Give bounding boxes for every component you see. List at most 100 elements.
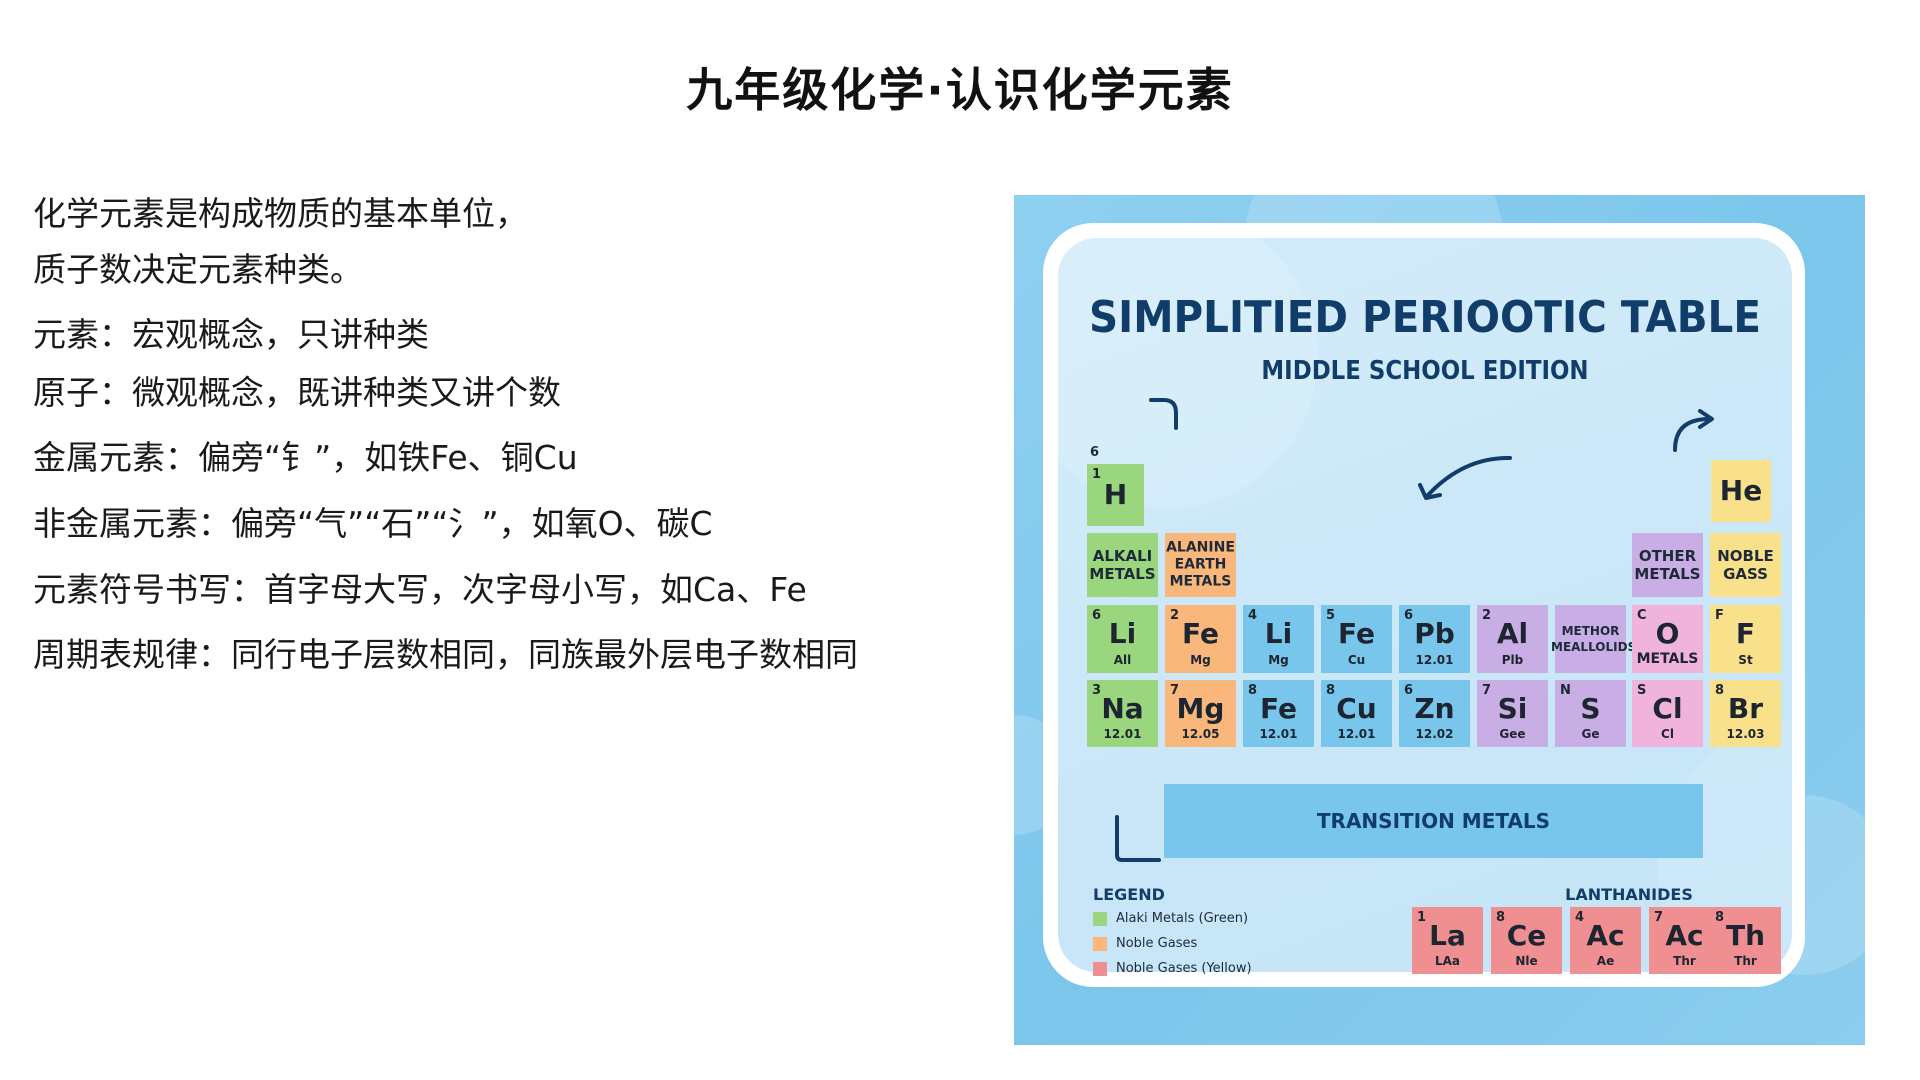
element-cell: 4 Li Mg	[1243, 605, 1314, 673]
legend-label: Noble Gases (Yellow)	[1116, 961, 1252, 976]
connector-arrow-icon	[1115, 815, 1161, 862]
lanthanides-title: LANTHANIDES	[1565, 885, 1693, 904]
element-symbol: Th	[1725, 919, 1766, 952]
arrow-connectors	[1115, 398, 1714, 862]
element-cell: 8 Cu 12.01	[1321, 680, 1392, 747]
legend-item: Noble Gases	[1093, 936, 1197, 951]
category-label: ALKALI METALS	[1089, 547, 1156, 583]
note-line: 周期表规律：同行电子层数相同，同族最外层电子数相同	[33, 635, 858, 674]
element-cell: 2 Fe Mg	[1165, 605, 1236, 673]
connector-arrow-icon	[1149, 398, 1178, 430]
element-subtext: 12.01	[1337, 727, 1376, 741]
figure-subtitle: MIDDLE SCHOOL EDITION	[1261, 356, 1589, 386]
atomic-number: 1	[1417, 910, 1427, 925]
element-subtext: 12.01	[1103, 727, 1142, 741]
element-cell: 8 Br 12.03	[1710, 680, 1781, 747]
element-symbol: Fe	[1338, 617, 1375, 650]
element-subtext: 12.02	[1415, 727, 1454, 741]
atomic-number: S	[1637, 683, 1647, 698]
element-cell: 8 Fe 12.01	[1243, 680, 1314, 747]
element-symbol: La	[1429, 919, 1466, 952]
element-symbol: He	[1719, 474, 1763, 507]
lanthanide-cell: 8 Ce Nle	[1491, 907, 1562, 974]
element-symbol: Br	[1727, 692, 1764, 725]
lanthanide-cell: 1 La LAa	[1412, 907, 1483, 974]
element-cell: 7 Mg 12.05	[1165, 680, 1236, 747]
element-cell-h: 1 H	[1087, 464, 1144, 526]
category-label: NOBLE GASS	[1717, 547, 1774, 583]
atomic-number: N	[1560, 683, 1571, 698]
atomic-number: C	[1637, 608, 1647, 623]
element-subtext: Nle	[1515, 954, 1538, 968]
curved-arrow-icon	[1426, 455, 1512, 497]
lanthanide-cell: 8 Th Thr	[1710, 907, 1781, 974]
element-symbol: Ac	[1665, 919, 1704, 952]
atomic-number: F	[1715, 608, 1724, 623]
atomic-number: 1	[1092, 467, 1102, 482]
lanthanide-cell: 7 Ac Thr	[1649, 907, 1720, 974]
element-subtext: 12.01	[1415, 653, 1454, 667]
atomic-number: 6	[1092, 608, 1102, 623]
element-symbol: F	[1735, 617, 1756, 650]
element-symbol: O	[1655, 617, 1680, 650]
atomic-number: 6	[1404, 608, 1414, 623]
element-cell: 5 Fe Cu	[1321, 605, 1392, 673]
corner-number: 6	[1090, 445, 1100, 460]
periodic-table-illustration: SIMPLITIED PERIOOTIC TABLE MIDDLE SCHOOL…	[1014, 195, 1865, 1045]
atomic-number: 2	[1482, 608, 1492, 623]
element-cell: 6 Zn 12.02	[1399, 680, 1470, 747]
category-noble-gas: NOBLE GASS	[1710, 533, 1781, 597]
element-cell: F F St	[1710, 605, 1781, 673]
element-subtext: Mg	[1190, 653, 1211, 667]
note-line: 原子：微观概念，既讲种类又讲个数	[33, 373, 561, 412]
atomic-number: 7	[1170, 683, 1180, 698]
element-subtext: Thr	[1673, 954, 1696, 968]
element-symbol: Pb	[1414, 617, 1455, 650]
element-symbol: Cl	[1652, 692, 1683, 725]
note-line: 质子数决定元素种类。	[33, 250, 363, 289]
legend-item: Noble Gases (Yellow)	[1093, 961, 1252, 976]
element-subtext: Cu	[1347, 653, 1366, 667]
category-label: ALANINE EARTH METALS	[1166, 539, 1235, 590]
element-symbol: Si	[1497, 692, 1528, 725]
element-subtext: Plb	[1501, 653, 1524, 667]
element-subtext: Ae	[1596, 954, 1615, 968]
element-symbol: Al	[1496, 617, 1529, 650]
element-symbol: S	[1580, 692, 1601, 725]
atomic-number: 8	[1248, 683, 1258, 698]
element-subtext: Cl	[1661, 727, 1674, 741]
legend-swatch	[1093, 911, 1107, 926]
legend-title: LEGEND	[1093, 885, 1165, 904]
element-symbol: Cu	[1336, 692, 1377, 725]
legend-label: Alaki Metals (Green)	[1116, 911, 1249, 926]
element-symbol: H	[1103, 478, 1128, 511]
atomic-number: 4	[1248, 608, 1258, 623]
legend-label: Noble Gases	[1116, 936, 1198, 951]
element-subtext: All	[1113, 653, 1132, 667]
element-cell: 2 Al Plb	[1477, 605, 1548, 673]
atomic-number: 8	[1715, 683, 1725, 698]
element-cell: 7 Si Gee	[1477, 680, 1548, 747]
element-cell: 3 Na 12.01	[1087, 680, 1158, 747]
lanthanide-cell: 4 Ac Ae	[1570, 907, 1641, 974]
element-subtext: Ge	[1581, 727, 1600, 741]
transition-metals-bar: TRANSITION METALS	[1164, 784, 1703, 858]
element-symbol: Na	[1101, 692, 1144, 725]
category-label: OTHER METALS	[1634, 547, 1701, 583]
element-cell: 6 Pb 12.01	[1399, 605, 1470, 673]
atomic-number: 6	[1404, 683, 1414, 698]
note-line: 元素：宏观概念，只讲种类	[33, 315, 429, 354]
element-subtext: 12.03	[1726, 727, 1765, 741]
element-symbol: Ce	[1506, 919, 1547, 952]
element-symbol: Li	[1264, 617, 1293, 650]
legend-item: Alaki Metals (Green)	[1093, 911, 1248, 926]
element-cell: S Cl Cl	[1632, 680, 1703, 747]
figure-title: SIMPLITIED PERIOOTIC TABLE	[1088, 292, 1762, 343]
note-line: 金属元素：偏旁“钅”，如铁Fe、铜Cu	[33, 438, 578, 477]
element-subtext: 12.01	[1259, 727, 1298, 741]
element-cell-he: He	[1711, 460, 1771, 522]
atomic-number: 5	[1326, 608, 1336, 623]
element-subtext: Gee	[1499, 727, 1526, 741]
element-subtext: METALS	[1636, 651, 1699, 667]
curved-arrow-icon	[1673, 417, 1711, 452]
